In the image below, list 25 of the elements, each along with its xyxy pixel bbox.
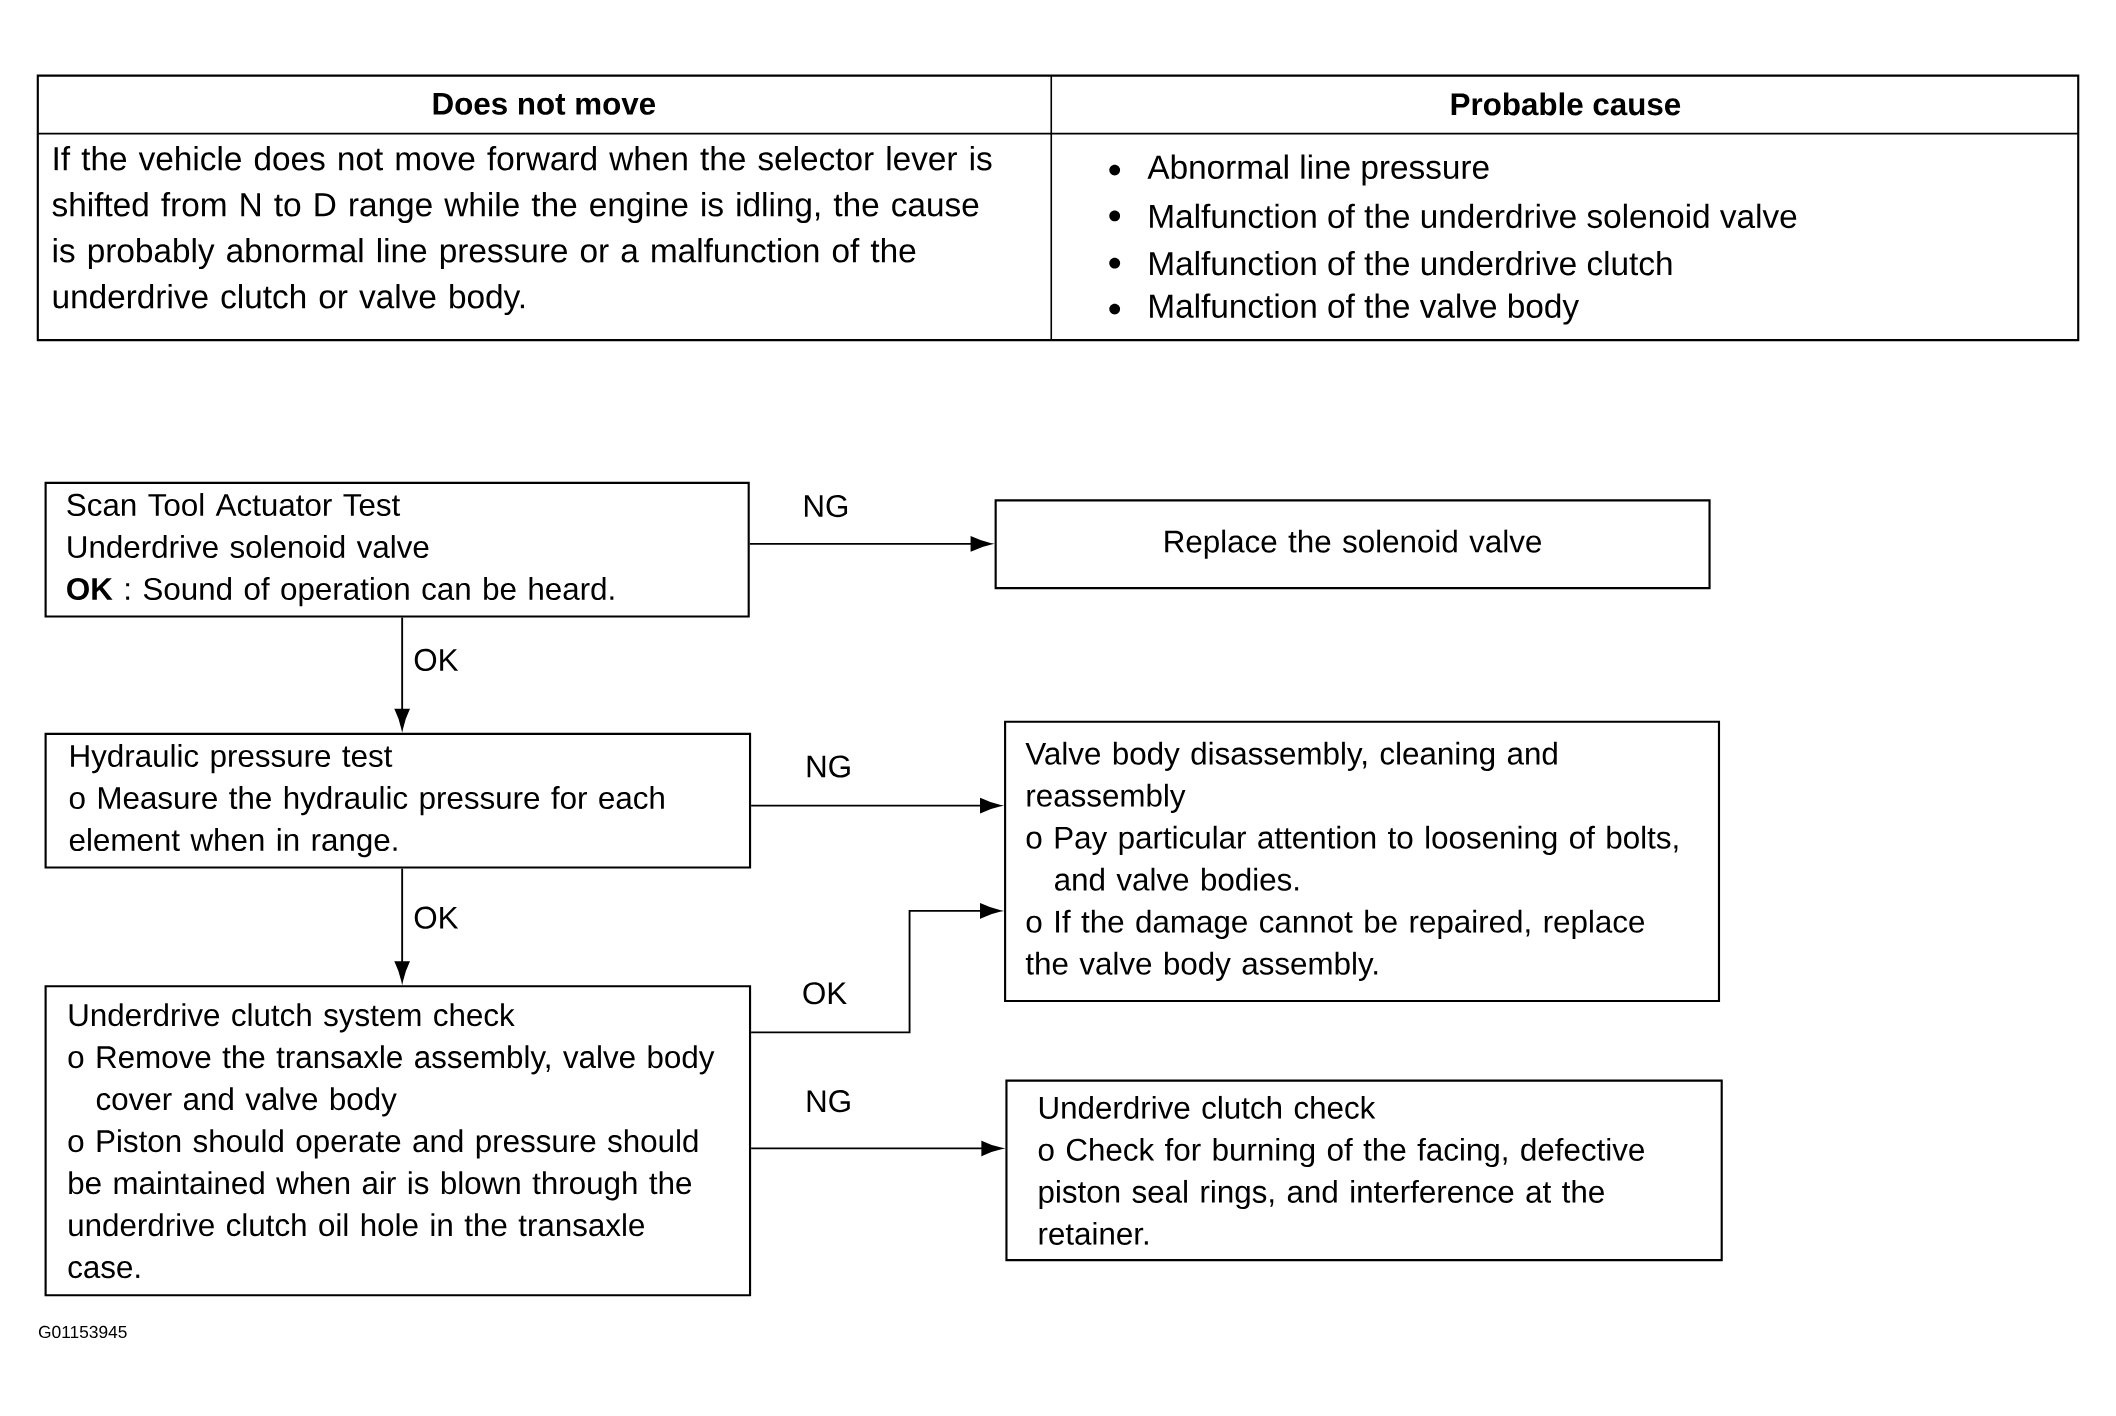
bullet-item: Malfunction of the underdrive clutch bbox=[1150, 251, 1672, 276]
arrow bbox=[394, 616, 410, 730]
edge-label: NG bbox=[801, 493, 851, 519]
bullet-item: Abnormal line pressure bbox=[1147, 154, 1489, 186]
process-box: Underdrive clutch system check o Remove the transaxle assembly, valve body cover and valve body o Piston should operate and pressure should be maintained when air is blown through the underdrive clutch oil hole in the transaxle case. bbox=[44, 985, 752, 1297]
figure-code: G01153945 bbox=[38, 1326, 127, 1339]
arrow bbox=[394, 867, 410, 982]
process-box: Valve body disassembly, cleaning and reassembly o Pay particular attention to loosening of bolts, and valve bodies. o If the damage cannot be repaired, replace the valve body assembly. bbox=[1004, 720, 1721, 1003]
column-header: Does not move bbox=[433, 93, 656, 116]
process-box: Replace the solenoid valve bbox=[994, 499, 1711, 590]
edge-label: OK bbox=[800, 981, 849, 1006]
bullet-item: Malfunction of the underdrive solenoid valve bbox=[1150, 203, 1797, 229]
edge-label: OK bbox=[411, 905, 460, 931]
column-header: Probable cause bbox=[1451, 92, 1681, 116]
bullet-item: Malfunction of the valve body bbox=[1150, 293, 1579, 325]
arrow bbox=[750, 798, 1001, 814]
edge-label: NG bbox=[803, 754, 854, 780]
edge-label: OK bbox=[411, 647, 460, 673]
table-text: If the vehicle does not move forward when the selector lever is shifted from N to D range while the engine is idling, the cause is probably abnormal line pressure or a malfunction of the underdrive clutch or valve body. bbox=[52, 146, 992, 316]
process-box: Hydraulic pressure test o Measure the hydraulic pressure for each element when in range. bbox=[44, 732, 752, 869]
edge-label: NG bbox=[803, 1088, 854, 1114]
process-box: Underdrive clutch check o Check for burning of the facing, defective piston seal rings, and interference at the retainer. bbox=[1005, 1079, 1723, 1262]
arrow bbox=[748, 536, 992, 552]
process-box: Scan Tool Actuator Test Underdrive solenoid valve OK : Sound of operation can be heard. bbox=[44, 481, 750, 618]
arrow bbox=[750, 903, 1001, 1034]
